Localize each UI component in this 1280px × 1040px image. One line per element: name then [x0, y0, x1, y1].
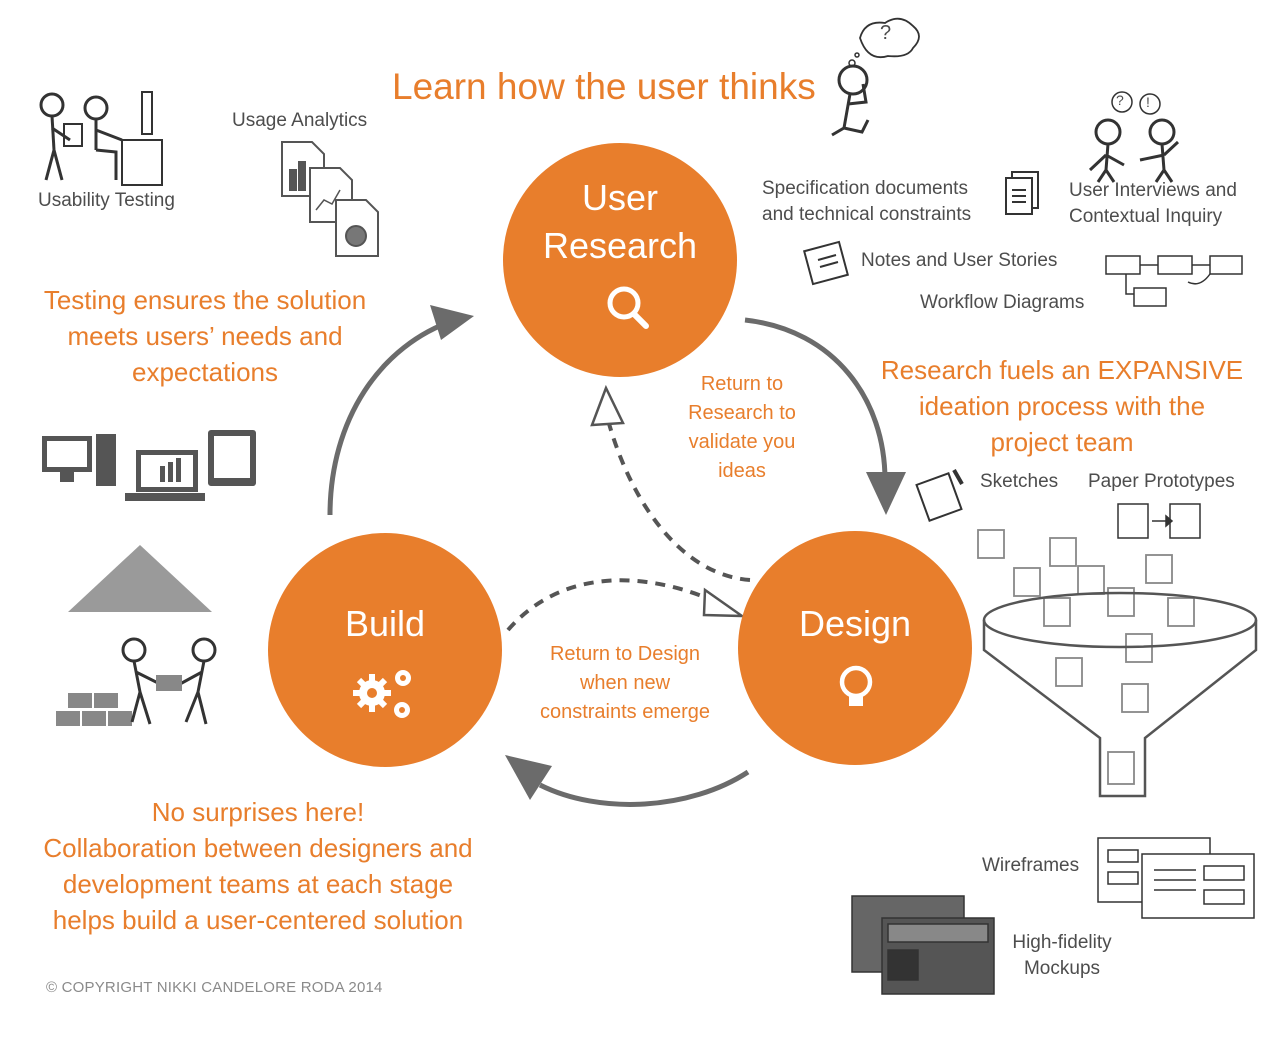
expansive-line: project team	[990, 427, 1134, 457]
surprises-line: No surprises here!	[151, 797, 365, 827]
return-design-line: constraints emerge	[539, 701, 711, 723]
return-research-line: ideas	[718, 460, 766, 482]
spec-documents-label: Specification documents and technical co…	[762, 176, 971, 228]
expansive-line: Research fuels an EXPANSIVE	[880, 355, 1244, 385]
user-research-circle	[503, 143, 737, 377]
sketch-icon	[915, 469, 964, 522]
dashed-head-research	[590, 384, 625, 427]
testing-statement: Testing ensures the solution meets users…	[20, 282, 390, 390]
return-to-design-text: Return to Design when new constraints em…	[520, 640, 730, 727]
dashed-return-design	[506, 578, 713, 632]
usage-analytics-icon	[281, 141, 379, 257]
surprises-line: development teams at each stage	[62, 869, 454, 899]
design-circle	[738, 531, 972, 765]
usage-analytics-label: Usage Analytics	[232, 110, 368, 131]
return-design-line: Return to Design	[549, 643, 701, 665]
dashed-head-design	[702, 587, 747, 618]
usability-testing-label: Usability Testing	[38, 190, 175, 211]
user-interviews-label: User Interviews and Contextual Inquiry	[1069, 178, 1237, 230]
magnifier-icon	[607, 286, 649, 329]
documents-icon	[1005, 171, 1039, 215]
user-interviews-line: User Interviews and	[1069, 180, 1237, 201]
user-research-line1: User	[581, 177, 658, 218]
workflow-diagram-icon	[1105, 255, 1243, 307]
arrow-head-research	[430, 305, 474, 340]
usability-testing-icon	[39, 91, 163, 186]
thought-question-mark: ?	[880, 22, 892, 44]
expansive-line: ideation process with the	[918, 391, 1206, 421]
builders-icon	[56, 637, 217, 726]
arrow-head-build	[505, 755, 552, 800]
surprises-line: Collaboration between designers and	[43, 833, 473, 863]
testing-line: meets users’ needs and	[67, 321, 343, 351]
workflow-diagrams-label: Workflow Diagrams	[920, 292, 1085, 313]
lightbulb-icon	[839, 665, 873, 706]
paper-prototypes-label: Paper Prototypes	[1088, 471, 1235, 492]
return-research-line: Return to	[700, 373, 784, 395]
thinking-person-icon	[831, 17, 920, 137]
testing-line: expectations	[132, 357, 278, 387]
return-research-line: validate you	[688, 431, 796, 453]
return-research-line: Research to	[688, 402, 796, 424]
mockups-label: High-fidelity Mockups	[1002, 930, 1122, 982]
notes-user-stories-label: Notes and User Stories	[861, 250, 1058, 271]
arrow-design-to-build	[538, 769, 750, 807]
idea-tiles	[977, 529, 1195, 785]
testing-line: Testing ensures the solution	[43, 285, 367, 315]
funnel-icon	[982, 591, 1258, 798]
build-circle	[268, 533, 502, 767]
interview-exclamation-mark: !	[1146, 94, 1150, 110]
mockups-line: Mockups	[1023, 958, 1101, 979]
wireframes-label: Wireframes	[982, 855, 1080, 876]
mockups-line: High-fidelity	[1012, 932, 1112, 953]
surprises-line: helps build a user-centered solution	[52, 905, 464, 935]
sketches-label: Sketches	[980, 471, 1059, 492]
spec-documents-line: Specification documents	[762, 178, 968, 199]
surprises-statement: No surprises here! Collaboration between…	[18, 794, 498, 938]
user-interviews-line: Contextual Inquiry	[1069, 206, 1223, 227]
arrow-head-design	[866, 472, 906, 515]
headline: Learn how the user thinks	[392, 66, 816, 107]
design-label: Design	[798, 603, 912, 644]
devices-icon	[42, 430, 256, 501]
return-to-research-text: Return to Research to validate you ideas	[662, 370, 822, 486]
arrow-build-to-research	[327, 317, 456, 516]
copyright-notice: © COPYRIGHT NIKKI CANDELORE RODA 2014	[46, 979, 383, 996]
interview-question-mark: ?	[1116, 92, 1124, 108]
return-design-line: when new	[579, 672, 671, 694]
interview-people-icon	[1088, 91, 1180, 183]
build-label: Build	[344, 603, 426, 644]
user-research-line2: Research	[542, 225, 698, 266]
wireframe-icon	[1097, 837, 1255, 919]
expansive-statement: Research fuels an EXPANSIVE ideation pro…	[872, 352, 1252, 460]
arrow-research-to-design	[744, 317, 888, 481]
user-research-label: User Research	[520, 174, 720, 270]
mockup-icon	[851, 895, 995, 995]
dashed-return-research	[606, 419, 751, 582]
paper-prototype-icon	[1117, 503, 1201, 539]
gears-icon	[353, 670, 411, 718]
notepad-icon	[802, 240, 850, 286]
spec-documents-line: and technical constraints	[762, 204, 972, 225]
up-arrow-icon	[68, 545, 212, 612]
